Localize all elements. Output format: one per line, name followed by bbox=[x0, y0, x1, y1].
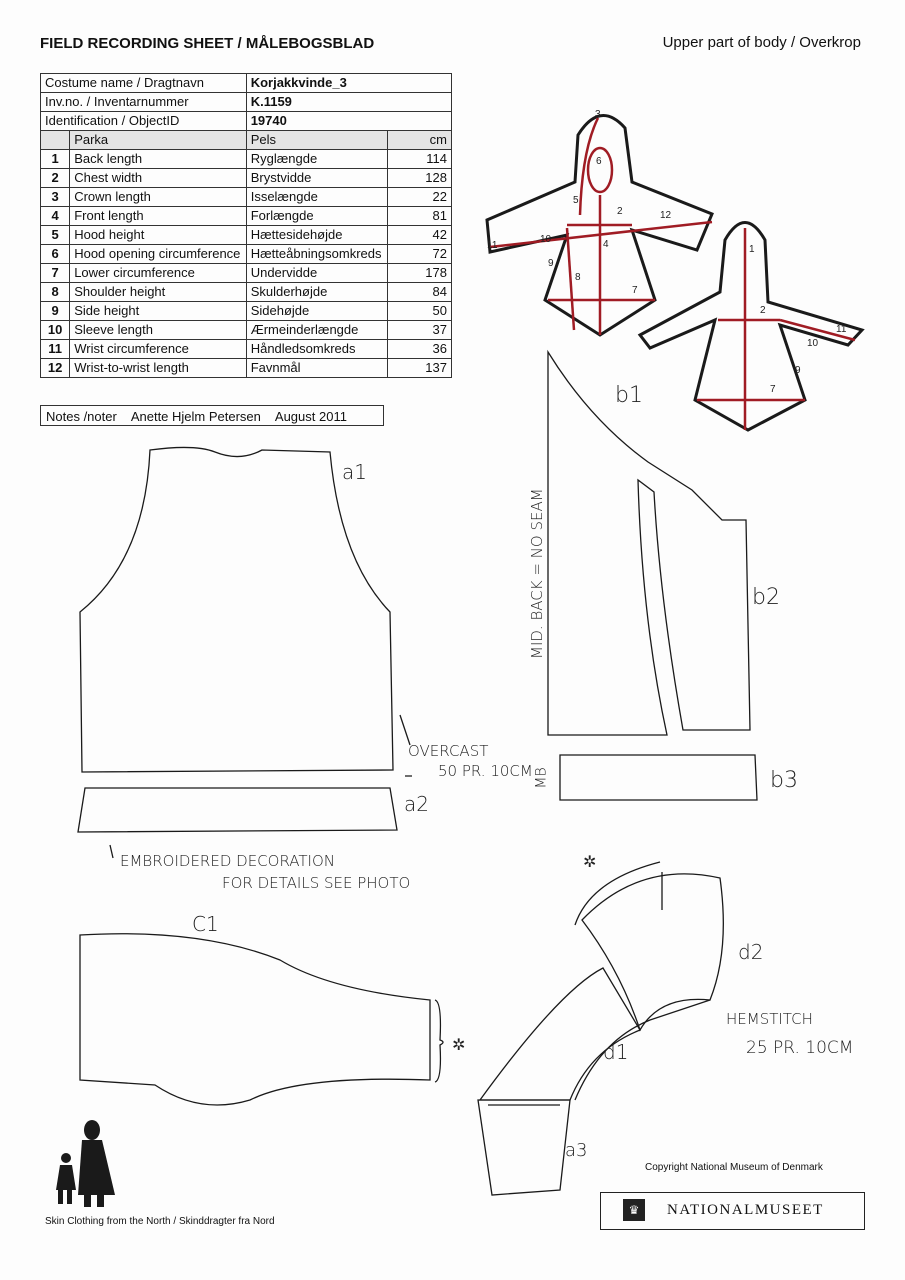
measure-number: 11 bbox=[39, 339, 71, 359]
measure-number: 5 bbox=[39, 225, 71, 245]
crown-icon: ♛ bbox=[623, 1199, 645, 1221]
bracket-d2 bbox=[574, 861, 661, 926]
hemstitch-note: HEMSTITCH bbox=[726, 1010, 813, 1028]
label-a2: a2 bbox=[404, 792, 429, 816]
measure-name-da: Hætteåbningsomkreds bbox=[245, 244, 388, 264]
label-b2: b2 bbox=[752, 585, 780, 610]
measure-value: 114 bbox=[386, 149, 453, 169]
measure-number: 4 bbox=[39, 206, 71, 226]
piece-d1 bbox=[478, 967, 641, 1101]
measure-value: 81 bbox=[386, 206, 453, 226]
diagram-number: 2 bbox=[617, 206, 623, 217]
hemstitch-rate: 25 PR. 10CM bbox=[746, 1038, 854, 1058]
measure-name-da: Håndledsomkreds bbox=[245, 339, 388, 359]
label-mb: MB bbox=[533, 767, 550, 789]
label-d2: d2 bbox=[738, 940, 764, 964]
diagram-number: 4 bbox=[603, 239, 609, 250]
diagram-number: 10 bbox=[540, 234, 552, 245]
logo-text: NATIONALMUSEET bbox=[667, 1202, 824, 1218]
sheet-subtitle: Upper part of body / Overkrop bbox=[662, 34, 861, 51]
measure-name-da: Favnmål bbox=[245, 358, 388, 378]
front-parka-diagram bbox=[485, 114, 714, 337]
diagram-number: 9 bbox=[548, 258, 554, 269]
embroidered-note: EMBROIDERED DECORATION bbox=[120, 852, 335, 870]
piece-a2 bbox=[77, 787, 398, 833]
embroidered-details: FOR DETAILS SEE PHOTO bbox=[222, 874, 411, 892]
piece-b1-b2 bbox=[547, 349, 751, 736]
diagram-number: 6 bbox=[596, 156, 602, 167]
measure-name-da: Skulderhøjde bbox=[245, 282, 388, 302]
bracket bbox=[434, 999, 444, 1083]
piece-a1 bbox=[79, 446, 394, 773]
measure-name-en: Sleeve length bbox=[69, 320, 247, 340]
measure-value: 72 bbox=[386, 244, 453, 264]
measure-value: 137 bbox=[386, 358, 453, 378]
star-mark: ✲ bbox=[452, 1035, 466, 1054]
piece-c1 bbox=[79, 933, 431, 1106]
measure-name-en: Chest width bbox=[69, 168, 247, 188]
diagram-number: 7 bbox=[770, 384, 776, 395]
diagram-number: 7 bbox=[632, 285, 638, 296]
back-parka-diagram bbox=[637, 221, 865, 432]
notes-date: August 2011 bbox=[274, 409, 347, 424]
diagram-number: 5 bbox=[573, 195, 579, 206]
notes-box: Notes /noter Anette Hjelm Petersen August … bbox=[40, 405, 384, 426]
diagram-number: 1 bbox=[749, 244, 755, 255]
label-b3: b3 bbox=[770, 768, 798, 793]
diagram-number: 11 bbox=[487, 240, 498, 251]
piece-a3 bbox=[477, 1099, 571, 1196]
sheet-title: FIELD RECORDING SHEET / MÅLEBOGSBLAD bbox=[40, 35, 375, 52]
notes-label: Notes /noter bbox=[46, 409, 117, 424]
piece-b3 bbox=[559, 754, 758, 801]
header-en: Parka bbox=[69, 130, 247, 150]
skin-clothing-figure-icon bbox=[56, 1120, 115, 1207]
notes-author: Anette Hjelm Petersen bbox=[130, 409, 261, 424]
diagram-number: 2 bbox=[760, 305, 766, 316]
diagram-number: 8 bbox=[575, 272, 581, 283]
measure-value: 178 bbox=[386, 263, 453, 283]
measure-name-en: Wrist circumference bbox=[69, 339, 247, 359]
star-mark: ✲ bbox=[583, 852, 597, 871]
diagram-number: 10 bbox=[807, 338, 819, 349]
header-unit: cm bbox=[386, 130, 453, 150]
measure-number: 10 bbox=[39, 320, 71, 340]
diagram-number: 12 bbox=[660, 210, 672, 221]
piece-d2 bbox=[581, 873, 724, 1032]
diagram-number: 9 bbox=[795, 365, 801, 376]
label-mid-back: MID. BACK = NO SEAM bbox=[528, 488, 546, 659]
overcast-note: OVERCAST bbox=[408, 742, 489, 760]
copyright: Copyright National Museum of Denmark bbox=[645, 1162, 823, 1173]
label-d1: d1 bbox=[603, 1040, 629, 1064]
label-b1: b1 bbox=[615, 383, 643, 408]
measure-number: 12 bbox=[39, 358, 71, 378]
measure-name-en: Front length bbox=[69, 206, 247, 226]
nationalmuseet-logo: ♛ NATIONALMUSEET bbox=[600, 1192, 865, 1230]
diagram-number: 11 bbox=[836, 324, 847, 335]
footer-caption: Skin Clothing from the North / Skinddrag… bbox=[45, 1216, 275, 1227]
measure-name-en: Crown length bbox=[69, 187, 247, 207]
label-c1: C1 bbox=[192, 912, 219, 936]
measure-name-da: Ærmeinderlængde bbox=[245, 320, 388, 340]
label-a1: a1 bbox=[342, 460, 367, 484]
overcast-rate: 50 PR. 10CM bbox=[438, 762, 533, 780]
back-measure-lines bbox=[697, 228, 856, 430]
measure-name-en: Wrist-to-wrist length bbox=[69, 358, 247, 378]
front-measure-lines bbox=[489, 117, 713, 335]
label-a3: a3 bbox=[565, 1140, 588, 1161]
diagram-number: 3 bbox=[595, 109, 601, 120]
